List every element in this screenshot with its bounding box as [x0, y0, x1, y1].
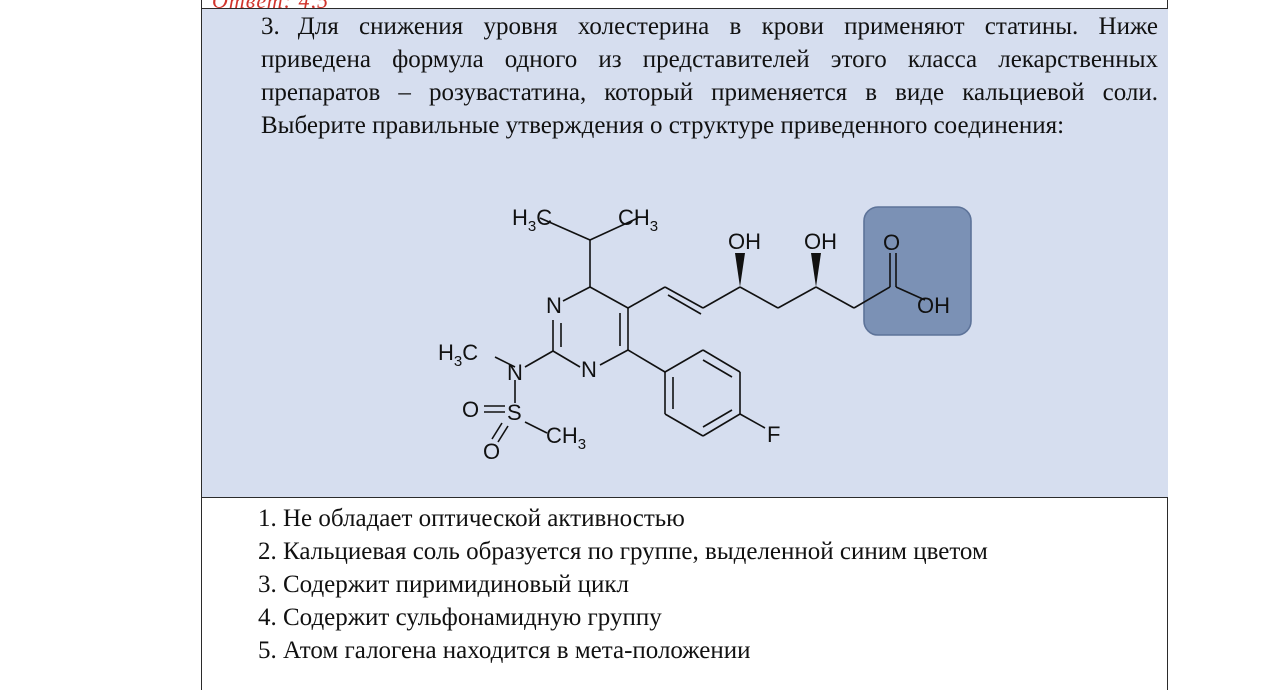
svg-text:O: O: [462, 397, 479, 422]
answer-options: 1. Не обладает оптической активностью 2.…: [258, 502, 988, 667]
option-1: 1. Не обладает оптической активностью: [258, 505, 685, 532]
svg-text:CH3: CH3: [546, 423, 586, 453]
svg-text:OH: OH: [917, 293, 950, 318]
carboxyl-highlight: [863, 206, 972, 336]
question-cell: [202, 8, 1168, 498]
question-body: Для снижения уровня холестерина в крови …: [261, 13, 1158, 139]
rosuvastatin-structure: H3C CH3 OH OH O OH N N H3C N O S CH3 O F: [420, 195, 1000, 485]
svg-text:O: O: [883, 230, 900, 255]
svg-text:H3C: H3C: [512, 205, 552, 235]
svg-text:N: N: [546, 293, 562, 318]
chemical-structure-diagram: H3C CH3 OH OH O OH N N H3C N O S CH3 O F: [438, 205, 972, 464]
svg-text:O: O: [483, 439, 500, 464]
svg-text:S: S: [507, 400, 522, 425]
question-text: 3.Для снижения уровня холестерина в кров…: [261, 10, 1158, 142]
svg-text:OH: OH: [728, 229, 761, 254]
svg-text:OH: OH: [804, 229, 837, 254]
question-number: 3.: [261, 13, 280, 40]
option-3: 3. Содержит пиримидиновый цикл: [258, 571, 630, 598]
svg-text:CH3: CH3: [618, 205, 658, 235]
option-5: 5. Атом галогена находится в мета-положе…: [258, 637, 751, 664]
svg-text:H3C: H3C: [438, 340, 478, 370]
svg-text:N: N: [507, 360, 523, 385]
svg-text:F: F: [767, 422, 780, 447]
option-2: 2. Кальциевая соль образуется по группе,…: [258, 538, 988, 565]
svg-text:N: N: [581, 357, 597, 382]
option-4: 4. Содержит сульфонамидную группу: [258, 604, 662, 631]
